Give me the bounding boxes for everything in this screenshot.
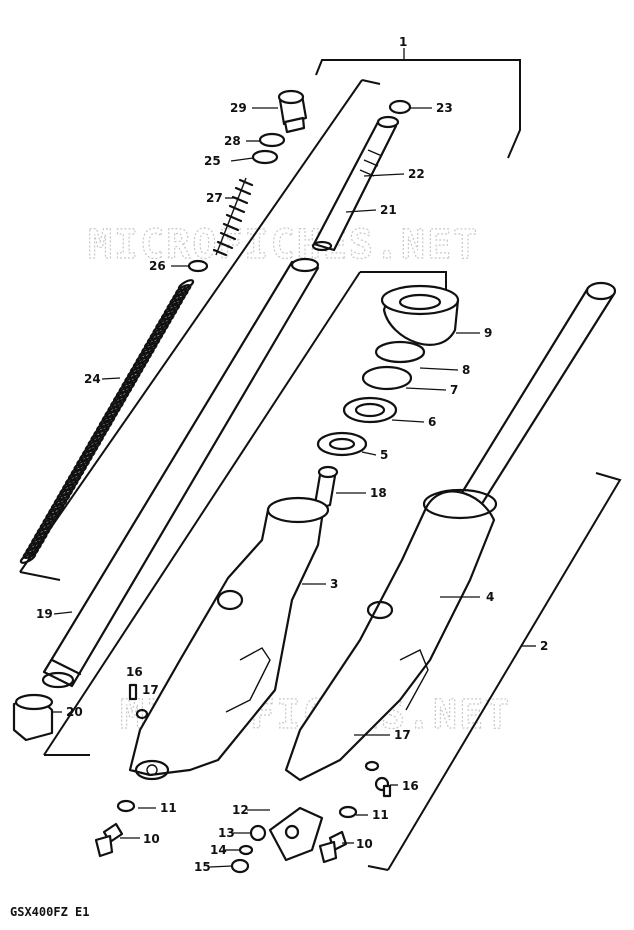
part-cap-bolt [277, 89, 308, 134]
callout-11-right: 11 [372, 808, 389, 822]
part-washer-14 [238, 844, 254, 856]
callout-22: 22 [408, 167, 425, 181]
callout-18: 18 [370, 486, 387, 500]
callout-16-left: 16 [126, 665, 143, 679]
callout-5: 5 [380, 448, 388, 462]
callout-8: 8 [462, 363, 470, 377]
bracket-inner [43, 271, 447, 756]
callout-20: 20 [66, 705, 83, 719]
bracket-assembly-1 [19, 48, 521, 581]
callout-1: 1 [399, 35, 407, 49]
callout-labels: 1 2 3 4 5 6 7 8 9 10 10 11 11 12 13 14 1… [36, 35, 548, 874]
callout-6: 6 [428, 415, 436, 429]
model-code: GSX400FZ E1 [10, 905, 90, 919]
part-outer-tube-left [128, 496, 330, 781]
part-washer-11-right [338, 805, 358, 819]
part-outer-tube-right [284, 281, 617, 782]
watermark-top: MICROFICHES.NET [88, 222, 479, 268]
callout-27: 27 [206, 191, 223, 205]
callout-15: 15 [194, 860, 211, 874]
part-o-ring [258, 132, 286, 148]
bracket-assembly-2 [367, 472, 622, 871]
part-axle-holder [268, 806, 324, 862]
part-washer [187, 259, 209, 273]
callout-24: 24 [84, 372, 101, 386]
part-spacer [251, 149, 279, 165]
callout-23: 23 [436, 101, 453, 115]
part-bolt-10-left [94, 822, 124, 858]
part-short-spring [212, 177, 254, 257]
callout-19: 19 [36, 607, 53, 621]
part-seal-retainer [361, 365, 413, 391]
part-oil-seal [342, 396, 398, 424]
callout-17-left: 17 [142, 683, 159, 697]
part-long-spring [19, 279, 195, 564]
spring-coil [19, 552, 37, 564]
part-washer-17-right [364, 760, 380, 772]
callout-4: 4 [486, 590, 494, 604]
callout-3: 3 [330, 577, 338, 591]
callout-28: 28 [224, 134, 241, 148]
part-inner-tube-left [41, 257, 320, 689]
callout-16-right: 16 [402, 779, 419, 793]
part-washer-17-left [135, 708, 149, 720]
part-bolt-10-right [318, 830, 348, 864]
part-slide-bushing [12, 693, 54, 742]
callout-10-left: 10 [143, 832, 160, 846]
callout-9: 9 [484, 326, 492, 340]
part-washer-13 [249, 824, 267, 842]
part-nut-15 [230, 858, 250, 874]
callout-21: 21 [380, 203, 397, 217]
callout-11-left: 11 [160, 801, 177, 815]
callout-10-right: 10 [356, 837, 373, 851]
part-dust-seal [380, 284, 460, 346]
callout-25: 25 [204, 154, 221, 168]
part-damper-seat [312, 465, 339, 512]
part-stopper-ring [374, 340, 426, 364]
part-damper-rod [311, 115, 400, 252]
callout-2: 2 [540, 639, 548, 653]
callout-29: 29 [230, 101, 247, 115]
part-bolt-16-left [128, 683, 138, 701]
callout-17-right: 17 [394, 728, 411, 742]
leader-lines [52, 107, 536, 868]
callout-13: 13 [218, 826, 235, 840]
callout-14: 14 [210, 843, 227, 857]
part-piston-ring [388, 99, 412, 115]
callout-7: 7 [450, 383, 458, 397]
part-bolt-16-right [374, 776, 392, 798]
part-seal-washer [316, 431, 368, 457]
callout-26: 26 [149, 259, 166, 273]
callout-12: 12 [232, 803, 249, 817]
part-washer-11-left [116, 799, 136, 813]
